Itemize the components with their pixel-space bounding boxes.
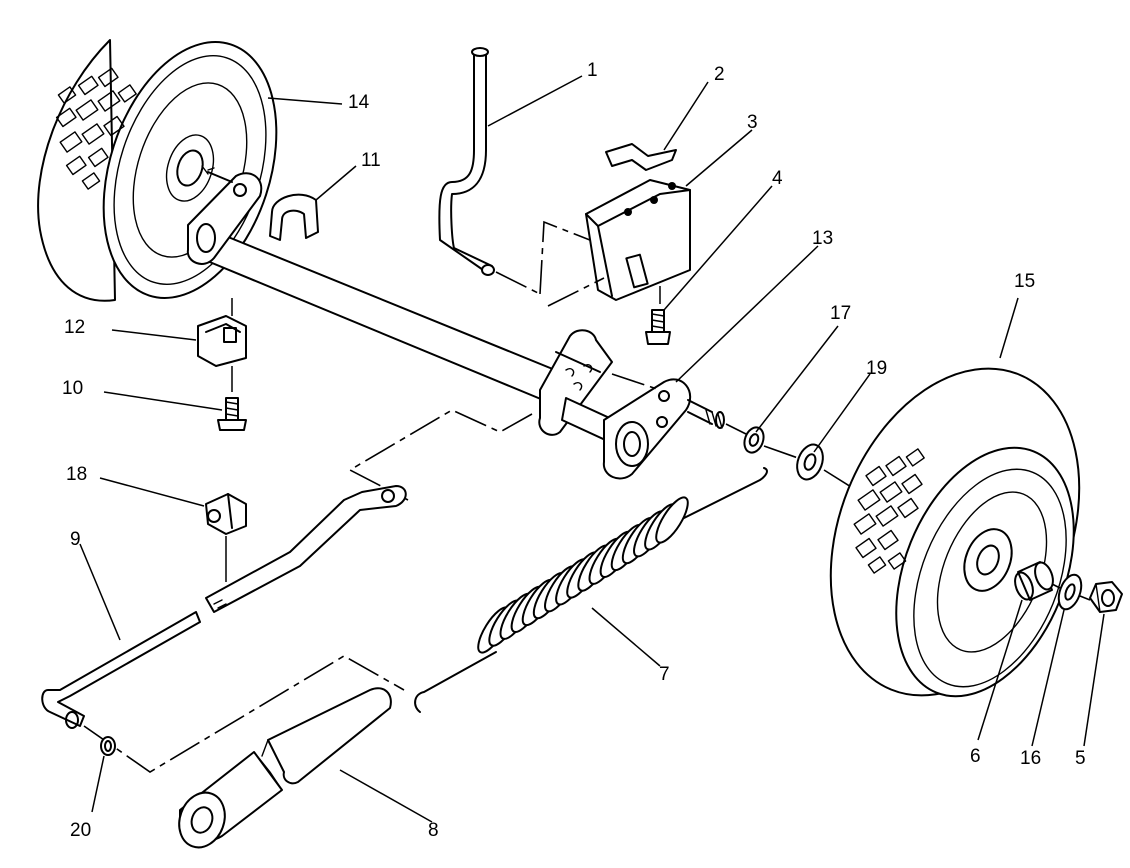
callout-3: 3 [747, 112, 758, 133]
lever-part-9 [41, 485, 407, 729]
callout-6: 6 [970, 746, 981, 767]
nut-part-5 [1089, 581, 1123, 613]
washer-part-17 [743, 426, 765, 454]
axle [194, 227, 561, 403]
callout-9: 9 [70, 529, 81, 550]
clip-part-2 [605, 143, 677, 171]
clip-part-11 [269, 193, 319, 241]
sleeve-part-8 [178, 687, 392, 849]
callout-13: 13 [812, 228, 833, 249]
spring-part-7 [414, 467, 768, 713]
callout-14: 14 [348, 92, 370, 113]
screw-part-10 [217, 397, 247, 431]
bracket-part-3 [585, 179, 691, 301]
callout-4: 4 [772, 168, 783, 189]
callout-11: 11 [361, 150, 381, 171]
callout-17: 17 [830, 303, 851, 324]
callout-18: 18 [66, 464, 87, 485]
right-wheel [829, 367, 1081, 698]
left-wheel [37, 39, 278, 302]
callout-7: 7 [659, 664, 670, 685]
screw-part-4 [645, 309, 671, 345]
callout-16: 16 [1020, 748, 1041, 769]
left-pivot-bracket [186, 165, 263, 265]
callout-5: 5 [1075, 748, 1086, 769]
callout-10: 10 [62, 378, 83, 399]
rod-part-1 [438, 47, 495, 276]
callout-1: 1 [587, 60, 598, 81]
washer-part-16 [1057, 573, 1083, 611]
bushing-part-6 [1014, 561, 1054, 601]
pivot-assembly-part-13 [538, 329, 725, 480]
washer-part-19 [796, 443, 824, 481]
spring-coil [655, 496, 689, 544]
ring-part-20 [100, 736, 116, 756]
callout-19: 19 [866, 358, 887, 379]
callout-20: 20 [70, 820, 91, 841]
callout-12: 12 [64, 317, 85, 338]
callout-2: 2 [714, 64, 725, 85]
callout-15: 15 [1014, 271, 1035, 292]
callout-labels: 1 2 3 4 13 14 11 12 10 18 9 17 19 15 7 8… [62, 60, 1086, 841]
callout-8: 8 [428, 820, 439, 841]
leader-lines [79, 75, 1105, 823]
block-part-12 [197, 315, 247, 367]
clip-part-18 [205, 493, 247, 535]
